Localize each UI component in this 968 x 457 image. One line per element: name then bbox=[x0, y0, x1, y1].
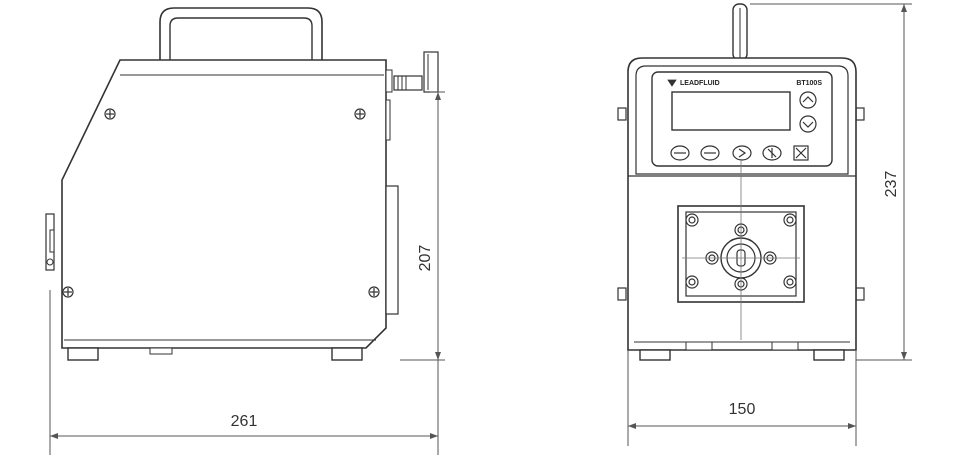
panel-button-1 bbox=[670, 145, 690, 161]
side-foot-left bbox=[67, 347, 99, 361]
handle bbox=[159, 7, 323, 62]
side-screws bbox=[62, 108, 380, 298]
front-foot-right bbox=[813, 349, 845, 361]
rear-connector bbox=[393, 51, 439, 93]
side-dimensions bbox=[49, 91, 445, 455]
center-lines bbox=[682, 160, 800, 340]
pump-screws bbox=[685, 213, 797, 291]
side-view bbox=[45, 7, 439, 361]
panel-brand: LEADFLUID bbox=[680, 80, 720, 87]
front-foot-left bbox=[639, 349, 671, 361]
brand-logo-mark bbox=[667, 79, 677, 87]
front-dimensions bbox=[627, 3, 912, 446]
side-height-label: 207 bbox=[417, 245, 434, 272]
front-height-label: 237 bbox=[883, 171, 900, 198]
up-button bbox=[799, 91, 817, 109]
side-body bbox=[61, 59, 387, 349]
panel-button-5 bbox=[793, 145, 809, 161]
down-button bbox=[799, 115, 817, 133]
front-view bbox=[617, 3, 865, 361]
panel-button-4 bbox=[762, 145, 782, 161]
panel-button-3 bbox=[732, 145, 752, 161]
side-foot-right bbox=[331, 347, 363, 361]
panel-button-2 bbox=[700, 145, 720, 161]
side-width-label: 261 bbox=[231, 413, 258, 430]
panel-model: BT100S bbox=[796, 80, 822, 87]
display-screen bbox=[671, 91, 791, 131]
rear-panel bbox=[385, 185, 399, 315]
front-width-label: 150 bbox=[729, 401, 756, 418]
